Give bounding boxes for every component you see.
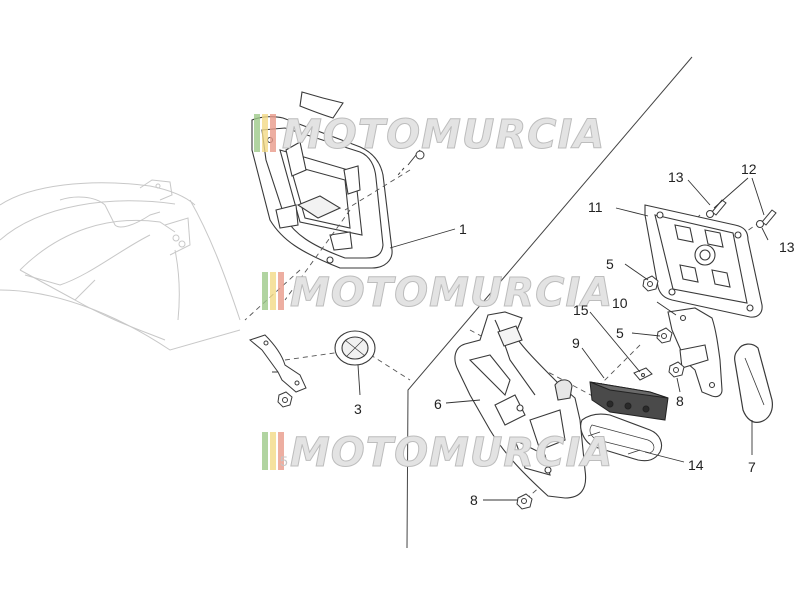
callout-1: 1 <box>459 221 467 237</box>
callout-13-right: 13 <box>779 239 795 255</box>
callout-15: 15 <box>573 302 589 318</box>
side-bracket-left <box>248 334 307 393</box>
watermark-text: MOTOMURCIA <box>290 430 613 476</box>
part-11-license-plate <box>644 204 763 318</box>
callout-12: 12 <box>741 161 757 177</box>
callout-13-top: 13 <box>668 169 684 185</box>
nuts-5 <box>642 275 673 344</box>
callout-7: 7 <box>748 459 756 475</box>
callout-14: 14 <box>688 457 704 473</box>
callout-8-right: 8 <box>676 393 684 409</box>
callout-9: 9 <box>572 335 580 351</box>
part-9-license-lamp <box>589 381 669 421</box>
watermark-bottom: MOTOMURCIA 5 <box>262 430 613 477</box>
callout-5-mid: 5 <box>616 325 624 341</box>
callout-3: 3 <box>354 401 362 417</box>
screw-top-center <box>397 149 425 176</box>
part-3-round-reflector <box>334 330 376 366</box>
watermark-middle: MOTOMURCIA <box>262 270 613 317</box>
watermark-top: MOTOMURCIA <box>254 112 605 159</box>
part-10-lamp-bracket <box>667 307 723 398</box>
part-7-lens-cover <box>734 343 773 423</box>
part-6-rear-bracket <box>454 311 587 499</box>
part-15-bulb <box>633 367 653 381</box>
callout-5-top: 5 <box>606 256 614 272</box>
callout-labels: 1 3 6 11 13 12 13 5 10 5 15 9 8 7 14 8 <box>354 161 795 508</box>
part-1-plate-holder <box>251 91 393 269</box>
callout-6: 6 <box>434 396 442 412</box>
callout-11: 11 <box>588 199 603 215</box>
callout-8-bottom: 8 <box>470 492 478 508</box>
watermark-text: MOTOMURCIA <box>290 270 613 316</box>
nut-lower-left <box>277 391 293 408</box>
callout-leader-lines <box>357 177 769 501</box>
ghost-callout-5: 5 <box>280 453 288 469</box>
section-divider-line <box>406 56 693 549</box>
nut-8-bottom <box>516 493 533 510</box>
nut-8-right <box>668 361 685 378</box>
screws-12-13 <box>706 199 777 228</box>
callout-10: 10 <box>612 295 628 311</box>
watermark-text: MOTOMURCIA <box>282 112 605 158</box>
part-14-gasket <box>580 413 663 462</box>
rear-fender-outline <box>0 179 241 351</box>
